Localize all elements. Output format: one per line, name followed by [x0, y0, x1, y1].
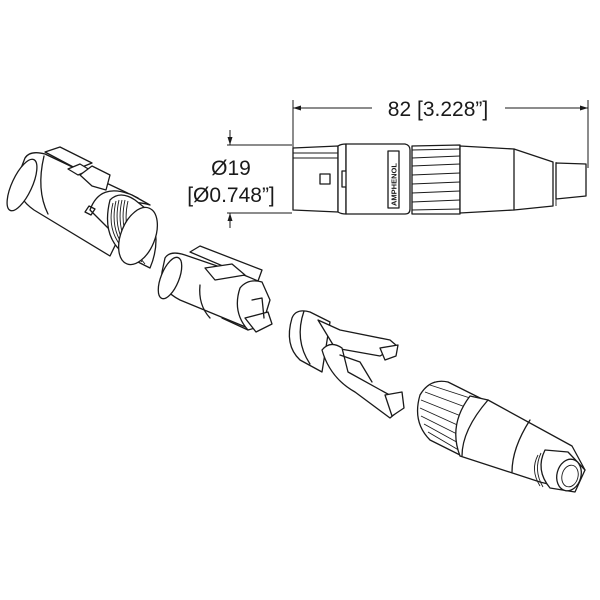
exploded-cable-clamp	[288, 310, 405, 419]
side-view-connector: AMPHENOL	[292, 143, 587, 215]
exploded-insert	[157, 245, 273, 333]
boot-tip	[555, 162, 587, 200]
latch-pin	[319, 173, 331, 185]
insert-front-face	[157, 256, 183, 300]
housing-rear-face	[117, 206, 159, 266]
length-dimension-label: 82 [3.228”]	[388, 98, 488, 121]
knurl-lines	[411, 148, 461, 211]
diameter-mm-label: Ø19	[211, 157, 251, 180]
diameter-inch-label: [Ø0.748”]	[187, 184, 275, 207]
arrowhead-up-icon	[227, 213, 233, 221]
exploded-housing	[6, 146, 159, 269]
brand-plate	[387, 150, 400, 209]
front-shell	[292, 145, 339, 213]
length-dimension: 82 [3.228”]	[292, 98, 589, 168]
housing-latch-button	[79, 165, 111, 191]
arrowhead-down-icon	[227, 137, 233, 145]
arrowhead-right-icon	[580, 105, 588, 111]
insert-latch	[204, 263, 246, 281]
arrowhead-left-icon	[293, 105, 301, 111]
clamp-lower-tip	[384, 391, 405, 417]
exploded-boot	[416, 380, 586, 493]
main-body	[345, 143, 411, 215]
insert-contact-tab	[244, 311, 273, 333]
diameter-dimension: Ø19 [Ø0.748”]	[187, 130, 292, 228]
brand-label: AMPHENOL	[390, 163, 399, 206]
boot-body	[459, 145, 554, 214]
knurled-nut	[411, 144, 461, 215]
clamp-upper-tip	[379, 344, 399, 361]
housing-front-face	[6, 158, 38, 212]
